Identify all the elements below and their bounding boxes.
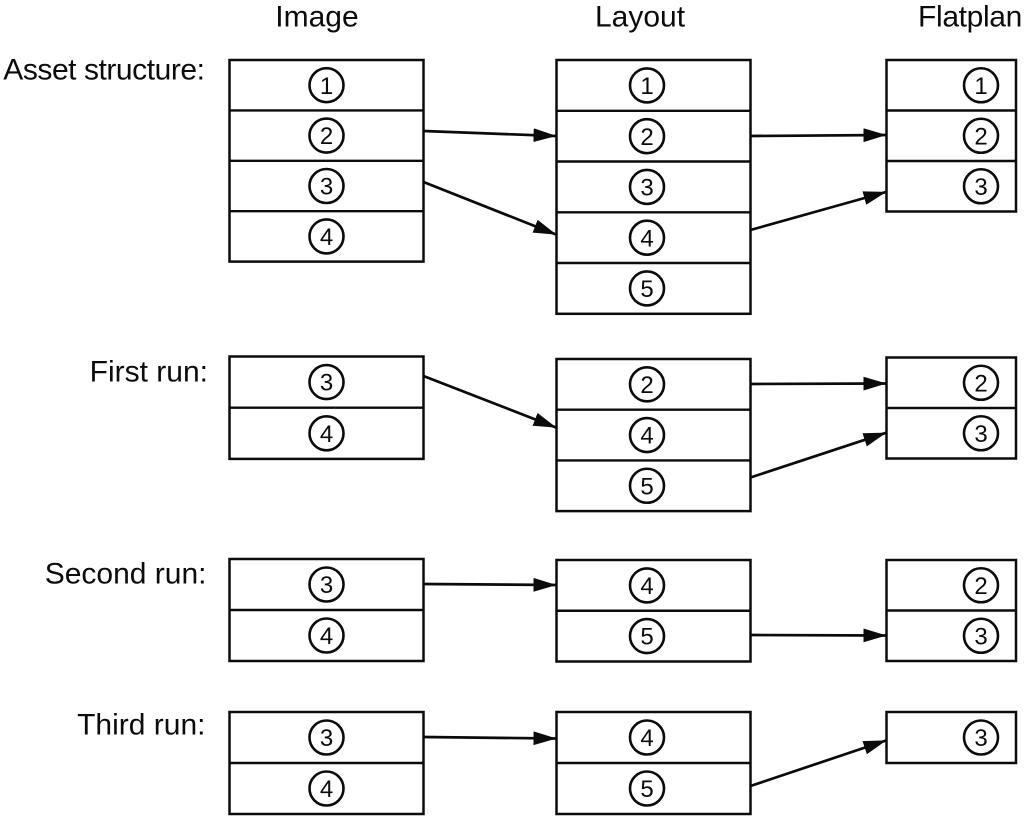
svg-text:3: 3 [974, 623, 987, 650]
svg-text:Flatplan: Flatplan [918, 1, 1022, 34]
svg-text:4: 4 [640, 573, 653, 600]
svg-text:4: 4 [320, 421, 333, 448]
svg-text:3: 3 [974, 174, 987, 201]
svg-text:4: 4 [640, 725, 653, 752]
svg-text:5: 5 [640, 276, 653, 303]
svg-text:1: 1 [640, 73, 653, 100]
svg-text:1: 1 [320, 73, 333, 100]
svg-text:2: 2 [974, 370, 987, 397]
svg-text:3: 3 [974, 725, 987, 752]
svg-text:5: 5 [640, 473, 653, 500]
svg-text:1: 1 [974, 73, 987, 100]
svg-text:Asset structure:: Asset structure: [3, 54, 204, 87]
svg-text:4: 4 [640, 423, 653, 450]
svg-text:2: 2 [974, 123, 987, 150]
svg-text:2: 2 [640, 372, 653, 399]
svg-text:5: 5 [640, 776, 653, 803]
svg-text:4: 4 [640, 225, 653, 252]
svg-text:3: 3 [320, 370, 333, 397]
svg-text:3: 3 [320, 725, 333, 752]
svg-text:4: 4 [320, 224, 333, 251]
svg-text:Layout: Layout [595, 1, 686, 34]
svg-text:5: 5 [640, 624, 653, 651]
svg-text:2: 2 [974, 573, 987, 600]
svg-text:Second run:: Second run: [45, 558, 207, 591]
svg-text:4: 4 [320, 776, 333, 803]
svg-text:Third run:: Third run: [77, 709, 205, 742]
svg-text:3: 3 [974, 421, 987, 448]
svg-text:Image: Image [275, 1, 358, 34]
svg-text:3: 3 [640, 175, 653, 202]
svg-text:2: 2 [320, 123, 333, 150]
svg-text:4: 4 [320, 623, 333, 650]
svg-text:3: 3 [320, 174, 333, 201]
svg-text:2: 2 [640, 124, 653, 151]
svg-text:3: 3 [320, 572, 333, 599]
svg-text:First run:: First run: [90, 356, 208, 389]
